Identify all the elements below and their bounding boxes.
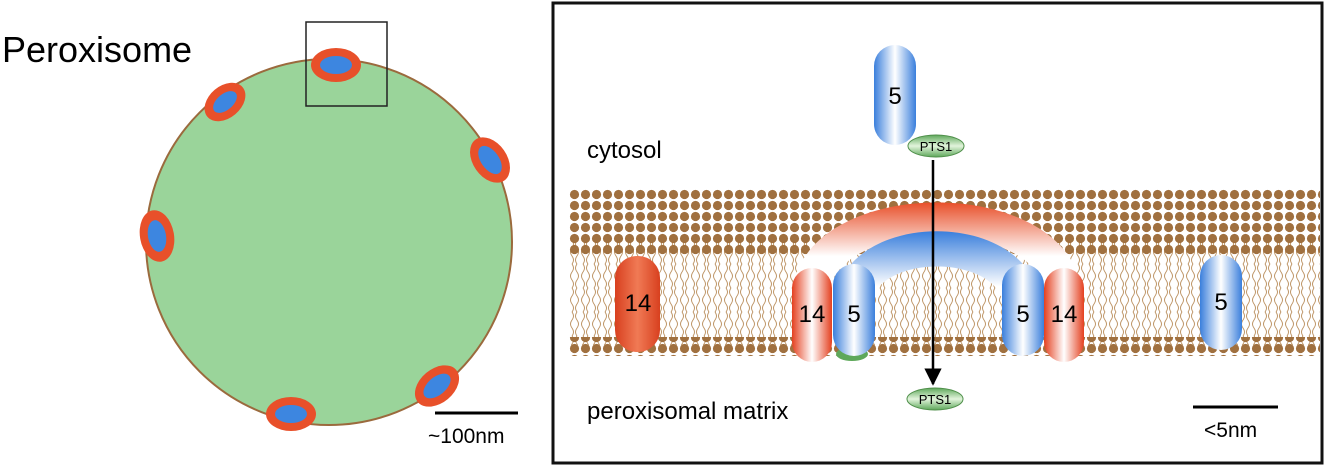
pex14-left-label: 14 <box>625 290 652 317</box>
pex5-pore-left-label: 5 <box>847 301 860 328</box>
membrane-complex-left <box>139 210 175 262</box>
membrane-complex-top <box>311 48 361 82</box>
scale-label-left: ~100nm <box>428 425 504 448</box>
pex5-membrane-right: 5 <box>1200 255 1242 350</box>
pex14-arch <box>792 202 1082 300</box>
left-panel-title: Peroxisome <box>2 29 192 70</box>
pex5-pore-right-label: 5 <box>1016 301 1029 328</box>
pex5-free-label: 5 <box>888 83 901 110</box>
pts1-imported: PTS1 <box>906 387 964 411</box>
pex5-cargo-complex: 5 PTS1 <box>874 45 965 158</box>
matrix-label: peroxisomal matrix <box>587 398 788 425</box>
pex14-pore-left-label: 14 <box>799 301 826 328</box>
pex14-pore-left <box>792 268 832 362</box>
peroxisome-body <box>145 58 513 426</box>
pts1-bottom-label: PTS1 <box>919 392 952 407</box>
cytosol-label: cytosol <box>587 137 662 164</box>
pts1-cargo-top <box>907 134 965 158</box>
pex5-right-label: 5 <box>1214 289 1227 316</box>
membrane-complex-right <box>470 137 510 183</box>
pex14-membrane-left: 14 <box>615 256 660 352</box>
membrane-complex-upper-left <box>204 82 246 122</box>
membrane-complex-bottom-right <box>414 365 460 407</box>
import-pore: 14 5 5 14 <box>792 202 1084 362</box>
pex14-pore-right <box>1044 268 1084 362</box>
pex5-pore-right <box>1002 264 1044 356</box>
pts1-top-label: PTS1 <box>920 139 953 154</box>
pex5-arch <box>834 231 1040 310</box>
scale-label-right: <5nm <box>1204 419 1257 442</box>
right-panel: cytosol peroxisomal matrix 5 PTS1 14 14 … <box>551 1 1324 465</box>
pex14-pore-right-label: 14 <box>1051 301 1078 328</box>
pex5-pore-left <box>833 264 875 356</box>
pex5-free <box>874 45 916 145</box>
left-panel: Peroxisome ~100nm <box>2 21 518 448</box>
zoom-box <box>305 21 388 107</box>
membrane-complex-bottom <box>266 397 316 431</box>
lipid-heads-inner <box>569 337 1320 356</box>
